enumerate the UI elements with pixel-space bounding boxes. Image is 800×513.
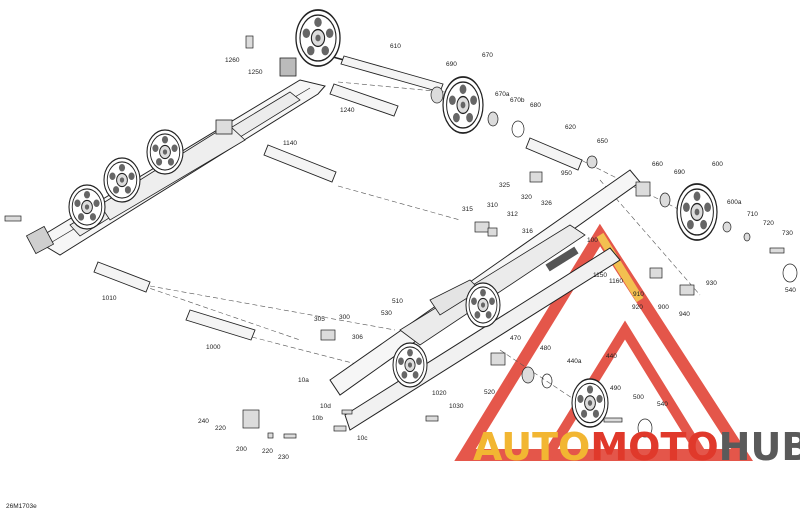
part-label: 940 [679,311,690,318]
part-label: 310 [487,202,498,209]
part-label: 490 [610,385,621,392]
part-label: 10c [357,435,368,442]
watermark-moto: MOTO [590,425,719,469]
part-label: 240 [198,418,209,425]
part-label: 950 [561,170,572,177]
part-label: 1240 [340,107,355,114]
part-label: 910 [633,291,644,298]
part-label: 710 [747,211,758,218]
part-label: 670b [510,97,525,104]
part-label: 620 [565,124,576,131]
watermark-text: AUTOMOTOHUB [473,428,800,466]
part-label: 1250 [248,69,263,76]
part-label: 900 [658,304,669,311]
part-label: 540 [785,287,796,294]
part-label: 1000 [206,344,221,351]
part-label: 316 [522,228,533,235]
part-label: 730 [782,230,793,237]
watermark-auto: AUTO [473,425,591,469]
part-label: 930 [706,280,717,287]
part-label: 600 [712,161,723,168]
watermark-hub: HUB [718,425,800,469]
part-label: 510 [392,298,403,305]
part-label: 220 [215,425,226,432]
part-label: 10b [312,415,323,422]
part-label: 306 [352,334,363,341]
part-label: 320 [521,194,532,201]
part-label: 230 [278,454,289,461]
part-label: 325 [499,182,510,189]
drawing-reference: 26M1703e [6,503,37,510]
part-label: 440 [606,353,617,360]
part-label: 300 [339,314,350,321]
part-label: 500 [633,394,644,401]
part-label: 1020 [432,390,447,397]
shafts [93,55,583,341]
part-label: 610 [390,43,401,50]
part-label: 305 [314,316,325,323]
part-label: 1260 [225,57,240,64]
part-label: 1010 [102,295,117,302]
part-label: 650 [597,138,608,145]
part-label: 1030 [449,403,464,410]
part-label: 312 [507,211,518,218]
part-label: 220 [262,448,273,455]
part-label: 200 [236,446,247,453]
part-label: 326 [541,200,552,207]
part-label: 1140 [283,140,297,147]
part-label: 670 [482,52,493,59]
part-label: 10a [298,377,309,384]
part-label: 530 [381,310,392,317]
part-label: 520 [484,389,495,396]
part-label: 920 [632,304,643,311]
part-label: 470 [510,335,521,342]
part-label: 440a [567,358,582,365]
part-label: 600a [727,199,742,206]
part-label: 480 [540,345,551,352]
left-rail [25,10,344,256]
part-label: 690 [674,169,685,176]
part-label: 100 [587,237,598,244]
part-label: 680 [530,102,541,109]
part-label: 690 [446,61,457,68]
part-label: 1160 [609,278,623,285]
part-label: 315 [462,206,473,213]
part-label: 660 [652,161,663,168]
part-label: 540 [657,401,668,408]
part-label: 720 [763,220,774,227]
hardware-parts [4,35,798,439]
part-label: 670a [495,91,510,98]
part-label: 1150 [593,272,607,279]
part-label: 10d [320,403,331,410]
